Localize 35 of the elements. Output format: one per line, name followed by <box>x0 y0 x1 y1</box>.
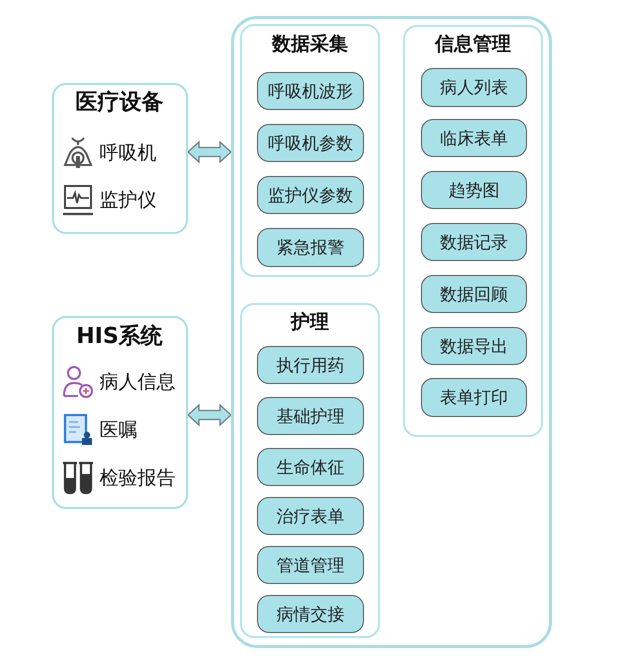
item-label: 监护仪 <box>100 188 156 212</box>
module-box: 呼吸机波形 <box>257 72 364 110</box>
module-box: 执行用药 <box>257 346 364 384</box>
source-card <box>52 83 188 234</box>
double-arrow <box>187 140 232 164</box>
module-box: 数据回顾 <box>421 275 527 313</box>
module-box: 病人列表 <box>421 68 527 107</box>
panel-title: 医疗设备 <box>76 90 164 116</box>
panel-title: HIS系统 <box>76 324 163 350</box>
item-label: 医嘱 <box>100 418 138 442</box>
module-box: 数据导出 <box>421 327 527 365</box>
group-panel <box>240 303 380 638</box>
container-frame <box>231 16 552 648</box>
module-box: 紧急报警 <box>257 228 364 267</box>
module-box: 表单打印 <box>421 378 527 417</box>
item-label: 病人信息 <box>100 370 176 394</box>
source-card <box>52 316 188 509</box>
module-box: 管道管理 <box>257 546 364 584</box>
item-label: 检验报告 <box>100 466 176 490</box>
module-box: 基础护理 <box>257 397 364 435</box>
module-box: 监护仪参数 <box>257 176 364 214</box>
panel-title: 护理 <box>291 310 329 335</box>
panel-title: 数据采集 <box>272 32 348 57</box>
group-panel <box>403 25 543 437</box>
module-box: 趋势图 <box>421 171 527 209</box>
module-box: 呼吸机参数 <box>257 124 364 162</box>
module-box: 治疗表单 <box>257 497 364 535</box>
group-panel <box>240 24 380 277</box>
panel-title: 信息管理 <box>435 32 511 57</box>
module-box: 生命体征 <box>257 448 364 486</box>
double-arrow <box>187 404 232 426</box>
module-box: 病情交接 <box>257 595 364 633</box>
item-label: 呼吸机 <box>100 140 156 166</box>
module-box: 数据记录 <box>421 223 527 261</box>
module-box: 临床表单 <box>421 119 527 157</box>
